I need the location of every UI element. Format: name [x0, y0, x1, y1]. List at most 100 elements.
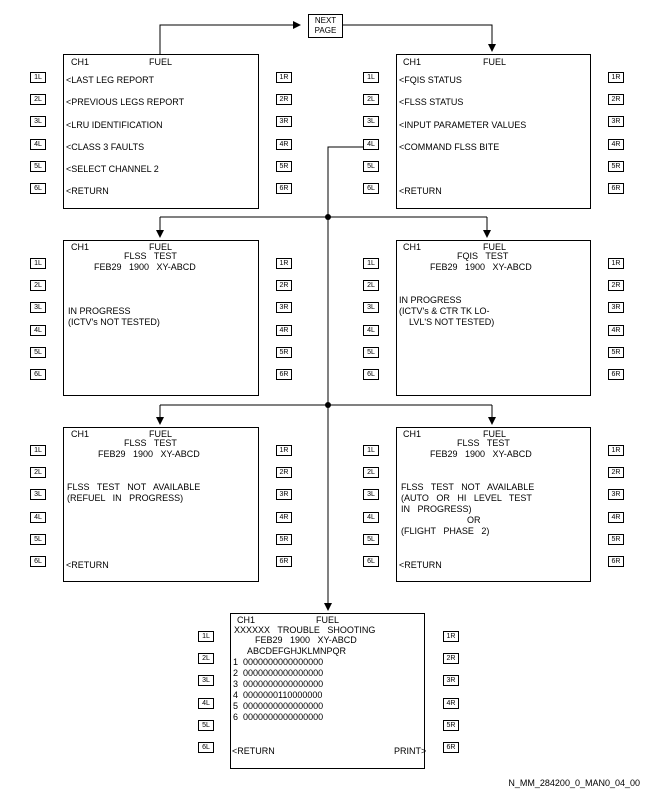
line-select-key-3l[interactable]: 3L [30, 302, 46, 314]
line-select-key-4l[interactable]: 4L [363, 511, 379, 523]
line-select-key-3r[interactable]: 3R [608, 489, 624, 501]
figure-reference: N_MM_284200_0_MAN0_04_00 [508, 778, 640, 788]
line-select-key-2l[interactable]: 2L [30, 94, 46, 106]
line-select-key-4l[interactable]: 4L [30, 138, 46, 150]
line-select-key-4r[interactable]: 4R [276, 138, 292, 150]
line-select-key-2r[interactable]: 2R [443, 653, 459, 665]
line-select-key-4l[interactable]: 4L [30, 511, 46, 523]
line-select-key-5r[interactable]: 5R [276, 533, 292, 545]
line-select-key-5l[interactable]: 5L [363, 533, 379, 545]
line-select-key-3r[interactable]: 3R [608, 302, 624, 314]
screen-line: <CLASS 3 FAULTS [66, 142, 145, 152]
line-select-key-4l[interactable]: 4L [363, 138, 379, 150]
line-select-key-2l[interactable]: 2L [30, 280, 46, 292]
line-select-key-1r[interactable]: 1R [443, 631, 459, 642]
line-select-key-5l[interactable]: 5L [363, 160, 379, 172]
line-select-key-2r[interactable]: 2R [276, 467, 292, 479]
line-select-key-5l[interactable]: 5L [198, 719, 214, 731]
screen-line: FUEL [483, 57, 507, 67]
line-select-key-1r[interactable]: 1R [276, 72, 292, 83]
line-select-key-6l[interactable]: 6L [363, 183, 379, 194]
line-select-key-5r[interactable]: 5R [608, 346, 624, 358]
line-select-key-4r[interactable]: 4R [608, 511, 624, 523]
line-select-key-5l[interactable]: 5L [30, 346, 46, 358]
screen-line: CH1 [403, 57, 422, 67]
line-select-key-1r[interactable]: 1R [608, 445, 624, 456]
line-select-key-5r[interactable]: 5R [276, 346, 292, 358]
line-select-key-1r[interactable]: 1R [276, 445, 292, 456]
screen-line: FUEL [483, 429, 507, 439]
line-select-key-2l[interactable]: 2L [363, 467, 379, 479]
line-select-key-5l[interactable]: 5L [30, 160, 46, 172]
line-select-key-6r[interactable]: 6R [608, 183, 624, 194]
line-select-key-4l[interactable]: 4L [198, 697, 214, 709]
line-select-key-2l[interactable]: 2L [30, 467, 46, 479]
line-select-key-5l[interactable]: 5L [363, 346, 379, 358]
line-select-key-3l[interactable]: 3L [363, 116, 379, 128]
screen-line: <RETURN [66, 186, 109, 196]
line-select-key-3l[interactable]: 3L [363, 489, 379, 501]
line-select-key-3l[interactable]: 3L [30, 489, 46, 501]
line-select-key-3l[interactable]: 3L [363, 302, 379, 314]
line-select-key-6l[interactable]: 6L [30, 556, 46, 567]
line-select-key-2r[interactable]: 2R [608, 94, 624, 106]
line-select-key-6r[interactable]: 6R [276, 556, 292, 567]
line-select-key-1l[interactable]: 1L [30, 445, 46, 456]
screen-line: FUEL [149, 242, 173, 252]
line-select-key-2l[interactable]: 2L [198, 653, 214, 665]
line-select-key-4r[interactable]: 4R [276, 324, 292, 336]
line-select-key-1l[interactable]: 1L [363, 445, 379, 456]
line-select-key-5r[interactable]: 5R [608, 160, 624, 172]
line-select-key-4r[interactable]: 4R [276, 511, 292, 523]
line-select-key-5r[interactable]: 5R [443, 719, 459, 731]
screen-line: <FQIS STATUS [399, 75, 462, 85]
line-select-key-1l[interactable]: 1L [30, 72, 46, 83]
line-select-key-4r[interactable]: 4R [608, 138, 624, 150]
line-select-key-4l[interactable]: 4L [363, 324, 379, 336]
line-select-key-1l[interactable]: 1L [363, 72, 379, 83]
line-select-key-5l[interactable]: 5L [30, 533, 46, 545]
screen-line: FEB29 1900 XY-ABCD [98, 449, 200, 459]
line-select-key-1r[interactable]: 1R [276, 258, 292, 269]
line-select-key-1l[interactable]: 1L [30, 258, 46, 269]
line-select-key-3r[interactable]: 3R [443, 675, 459, 687]
line-select-key-3r[interactable]: 3R [276, 489, 292, 501]
line-select-key-6l[interactable]: 6L [363, 556, 379, 567]
line-select-key-1l[interactable]: 1L [363, 258, 379, 269]
line-select-key-6l[interactable]: 6L [30, 369, 46, 380]
line-select-key-4r[interactable]: 4R [443, 697, 459, 709]
line-select-key-6r[interactable]: 6R [276, 369, 292, 380]
screen-line: (REFUEL IN PROGRESS) [67, 493, 184, 503]
line-select-key-6l[interactable]: 6L [30, 183, 46, 194]
line-select-key-1l[interactable]: 1L [198, 631, 214, 642]
screen-line: 2 0000000000000000 [233, 668, 324, 678]
line-select-key-6r[interactable]: 6R [608, 556, 624, 567]
line-select-key-4r[interactable]: 4R [608, 324, 624, 336]
line-select-key-6r[interactable]: 6R [608, 369, 624, 380]
line-select-key-3r[interactable]: 3R [276, 302, 292, 314]
line-select-key-2r[interactable]: 2R [276, 280, 292, 292]
line-select-key-4l[interactable]: 4L [30, 324, 46, 336]
line-select-key-1r[interactable]: 1R [608, 258, 624, 269]
screen-line: <INPUT PARAMETER VALUES [399, 120, 527, 130]
line-select-key-2r[interactable]: 2R [608, 280, 624, 292]
line-select-key-1r[interactable]: 1R [608, 72, 624, 83]
screen-line: FQIS TEST [457, 251, 509, 261]
line-select-key-5r[interactable]: 5R [276, 160, 292, 172]
line-select-key-6l[interactable]: 6L [198, 742, 214, 753]
screen-line: 5 0000000000000000 [233, 701, 324, 711]
line-select-key-2l[interactable]: 2L [363, 94, 379, 106]
line-select-key-2r[interactable]: 2R [608, 467, 624, 479]
screen-line: <FLSS STATUS [399, 97, 464, 107]
line-select-key-3l[interactable]: 3L [30, 116, 46, 128]
line-select-key-6r[interactable]: 6R [276, 183, 292, 194]
line-select-key-6l[interactable]: 6L [363, 369, 379, 380]
line-select-key-3l[interactable]: 3L [198, 675, 214, 687]
line-select-key-2l[interactable]: 2L [363, 280, 379, 292]
line-select-key-3r[interactable]: 3R [276, 116, 292, 128]
line-select-key-6r[interactable]: 6R [443, 742, 459, 753]
line-select-key-5r[interactable]: 5R [608, 533, 624, 545]
line-select-key-2r[interactable]: 2R [276, 94, 292, 106]
line-select-key-3r[interactable]: 3R [608, 116, 624, 128]
